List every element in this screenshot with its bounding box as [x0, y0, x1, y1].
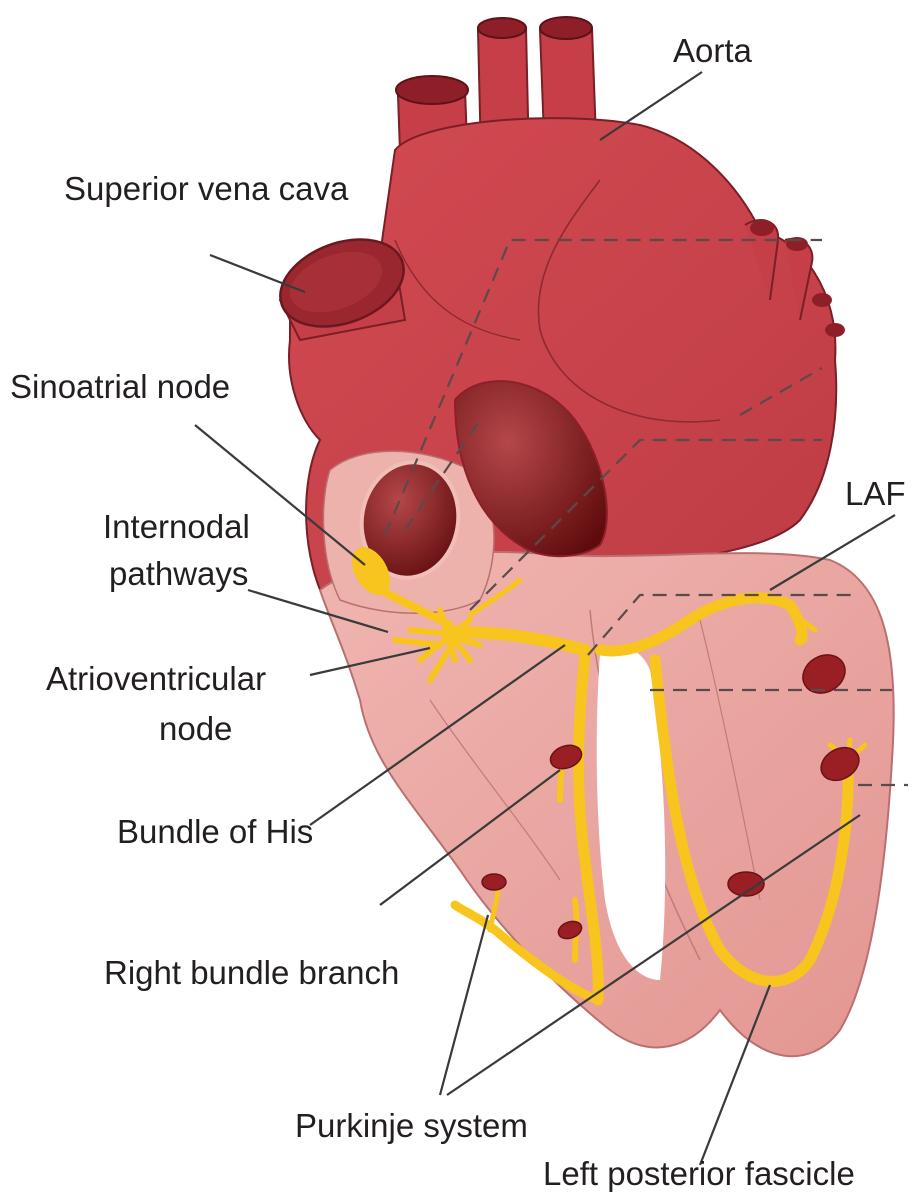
label-purkinje-system: Purkinje system [295, 1107, 528, 1144]
label-superior-vena-cava: Superior vena cava [64, 170, 349, 207]
label-atrioventricular-line1: Atrioventricular [46, 660, 266, 697]
label-sinoatrial-node: Sinoatrial node [10, 368, 230, 405]
label-internodal-line1: Internodal [103, 508, 250, 545]
label-bundle-of-his: Bundle of His [117, 813, 313, 850]
label-laf: LAF [845, 475, 906, 512]
label-right-bundle-branch: Right bundle branch [104, 954, 399, 991]
label-left-posterior-fascicle: Left posterior fascicle [543, 1155, 855, 1192]
label-aorta: Aorta [673, 32, 753, 69]
label-internodal-line2: pathways [109, 555, 248, 592]
label-atrioventricular-line2: node [159, 710, 232, 747]
